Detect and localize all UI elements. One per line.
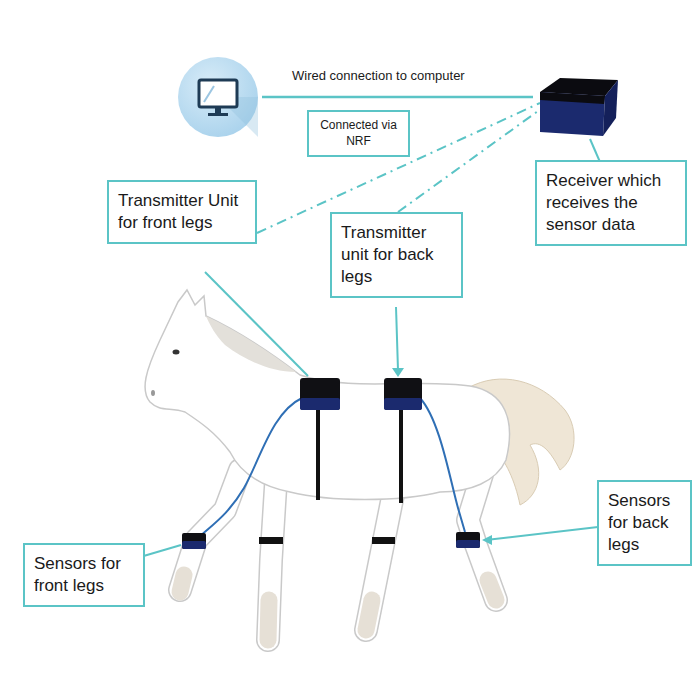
label-box: Sensors for back legs <box>597 480 692 566</box>
box-text: Connected via NRF <box>315 118 402 149</box>
computer-icon <box>178 57 258 137</box>
label-box: Transmitter unit for back legs <box>330 212 463 298</box>
box-text: Sensors for front legs <box>34 553 134 597</box>
label-box: Connected via NRF <box>307 110 410 157</box>
box-text: Transmitter unit for back legs <box>341 222 452 288</box>
horse-body <box>145 290 509 500</box>
sensor-wire <box>198 398 302 538</box>
transmitter-device <box>300 378 340 410</box>
leg-sensor <box>456 532 480 548</box>
label-box: Transmitter Unit for front legs <box>107 180 257 244</box>
wire-line <box>262 96 533 99</box>
box-text: Sensors for back legs <box>608 490 681 556</box>
transmitter-device <box>384 378 422 410</box>
box-text: Receiver which receives the sensor data <box>546 170 676 236</box>
box-text: Transmitter Unit for front legs <box>118 190 246 234</box>
label-box: Sensors for front legs <box>23 543 145 607</box>
radio-link <box>398 106 545 212</box>
sensor-wire <box>420 398 465 532</box>
line-label: Wired connection to computer <box>290 68 467 83</box>
label-box: Receiver which receives the sensor data <box>535 160 687 246</box>
receiver-device <box>540 78 618 136</box>
leg-sensor <box>182 533 206 549</box>
